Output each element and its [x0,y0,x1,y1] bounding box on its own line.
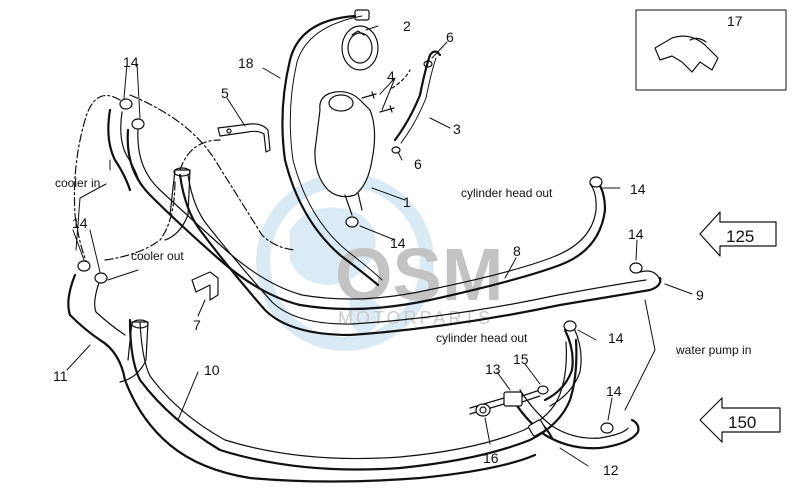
arrow-125 [699,211,777,257]
inset-box-17 [635,9,787,91]
bracket-5 [217,123,271,153]
callout-1: 1 [403,194,411,210]
callout-11: 11 [53,368,68,384]
hose-11 [67,273,537,483]
y-junction-upper [164,167,191,241]
label-cooler-in: cooler in [55,176,101,190]
reference-line-bracket [179,139,221,171]
hose-9 [178,173,662,337]
expansion-tank [314,69,411,216]
callout-3: 3 [453,121,461,137]
callout-14-left-mid: 14 [72,215,88,231]
hose-10 [128,318,578,471]
label-water-pump-in: water pump in [676,343,752,357]
callout-14-lower-right: 14 [606,383,622,399]
callout-12: 12 [603,462,619,478]
fitting-16 [475,403,491,417]
callout-14-cyl-head-1: 14 [630,181,646,197]
callout-6-upper: 6 [446,29,454,45]
arrow-150 [699,397,781,443]
callout-13: 13 [485,361,501,377]
hose-8-inner [137,129,597,300]
reference-line-center [129,94,296,251]
hose-3 [393,50,442,142]
clamp-6-upper [423,60,433,68]
hose-9-inner [187,174,647,325]
fitting-15 [537,385,549,395]
hose-10-inner [139,321,567,460]
arrow-150-label: 150 [728,413,756,432]
watermark: OSM MOTORPARTS [256,173,504,351]
hose-18 [281,14,380,287]
hose-8 [126,128,607,311]
callout-17: 17 [727,13,743,29]
callout-14-pump: 14 [628,226,644,242]
y-junction-lower [119,319,149,383]
leader-lines [66,25,693,467]
label-cylinder-head-out-2: cylinder head out [436,331,528,345]
callout-6-lower: 6 [414,156,422,172]
callout-9: 9 [696,287,704,303]
hose-3-inner [400,57,437,144]
hose-18-inner [289,15,383,281]
callout-16: 16 [483,450,499,466]
reference-line-lower [104,179,176,261]
clamp-14-set [77,98,643,434]
callout-15: 15 [513,351,529,367]
clip-17 [654,35,719,73]
screws [361,91,395,113]
valve-13 [469,389,541,415]
callout-14-cyl-head-2: 14 [608,330,624,346]
callout-18: 18 [238,55,254,71]
callout-14-tank: 14 [390,235,406,251]
bracket-7 [191,271,219,301]
reservoir-cap [341,25,379,71]
callout-2: 2 [403,18,411,34]
label-cylinder-head-out-1: cylinder head out [461,186,553,200]
label-cooler-out: cooler out [131,249,184,263]
callout-14-top-left: 14 [123,54,139,70]
callout-10: 10 [204,362,220,378]
callout-5: 5 [221,85,229,101]
callout-8: 8 [513,243,521,259]
watermark-brand: OSM [335,233,504,316]
hose-18-end [354,9,370,21]
arrow-125-label: 125 [726,227,754,246]
callout-4: 4 [387,68,395,84]
reference-line-left [73,95,121,271]
callout-7: 7 [193,317,201,333]
clamp-6-lower [391,146,401,154]
